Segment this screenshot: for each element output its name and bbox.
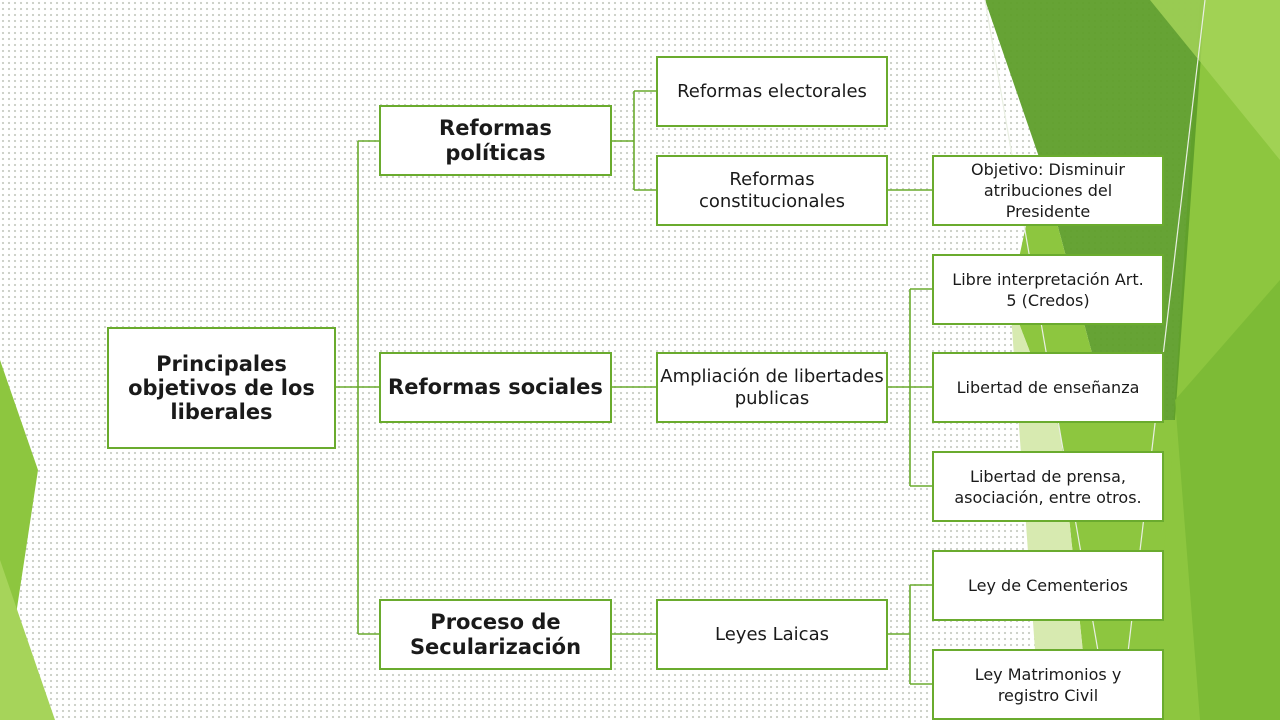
- leaf-ley-matrimonios: Ley Matrimonios y registro Civil: [932, 649, 1164, 720]
- leaf-objetivo-presidente: Objetivo: Disminuir atribuciones del Pre…: [932, 155, 1164, 226]
- node-label: Reformas electorales: [677, 80, 867, 102]
- decor-shape: [1175, 280, 1280, 720]
- decor-shape: [0, 560, 55, 720]
- leaf-label: Objetivo: Disminuir atribuciones del Pre…: [971, 160, 1125, 221]
- node-label: Reformas constitucionales: [698, 168, 846, 212]
- connector-politicas: [611, 90, 657, 191]
- branch-label: Reformas sociales: [388, 375, 603, 399]
- leaf-label: Libre interpretación Art. 5 (Credos): [952, 269, 1144, 310]
- branch-node-secularizacion: Proceso de Secularización: [379, 599, 612, 670]
- branch-node-sociales: Reformas sociales: [379, 352, 612, 423]
- connector-root-branches: [335, 140, 380, 635]
- leaf-libertad-ensenanza: Libertad de enseñanza: [932, 352, 1164, 423]
- node-ampliacion-libertades: Ampliación de libertades publicas: [656, 352, 888, 423]
- leaf-ley-cementerios: Ley de Cementerios: [932, 550, 1164, 621]
- leaf-label: Ley de Cementerios: [968, 576, 1128, 595]
- leaf-label: Ley Matrimonios y registro Civil: [974, 664, 1122, 705]
- connector-leyes: [887, 584, 933, 685]
- leaf-label: Libertad de prensa, asociación, entre ot…: [954, 466, 1142, 507]
- branch-label: Reformas políticas: [439, 115, 552, 165]
- node-reformas-constitucionales: Reformas constitucionales: [656, 155, 888, 226]
- node-reformas-electorales: Reformas electorales: [656, 56, 888, 127]
- leaf-libre-interpretacion: Libre interpretación Art. 5 (Credos): [932, 254, 1164, 325]
- branch-node-politicas: Reformas políticas: [379, 105, 612, 176]
- leaf-label: Libertad de enseñanza: [956, 378, 1140, 397]
- leaf-libertad-prensa: Libertad de prensa, asociación, entre ot…: [932, 451, 1164, 522]
- branch-label: Proceso de Secularización: [409, 609, 582, 659]
- node-leyes-laicas: Leyes Laicas: [656, 599, 888, 670]
- root-node: Principales objetivos de los liberales: [107, 327, 336, 449]
- node-label: Leyes Laicas: [715, 623, 829, 645]
- connector-libertades: [887, 288, 933, 487]
- decor-shape: [1150, 0, 1280, 160]
- node-label: Ampliación de libertades publicas: [660, 365, 884, 409]
- root-label: Principales objetivos de los liberales: [128, 352, 315, 424]
